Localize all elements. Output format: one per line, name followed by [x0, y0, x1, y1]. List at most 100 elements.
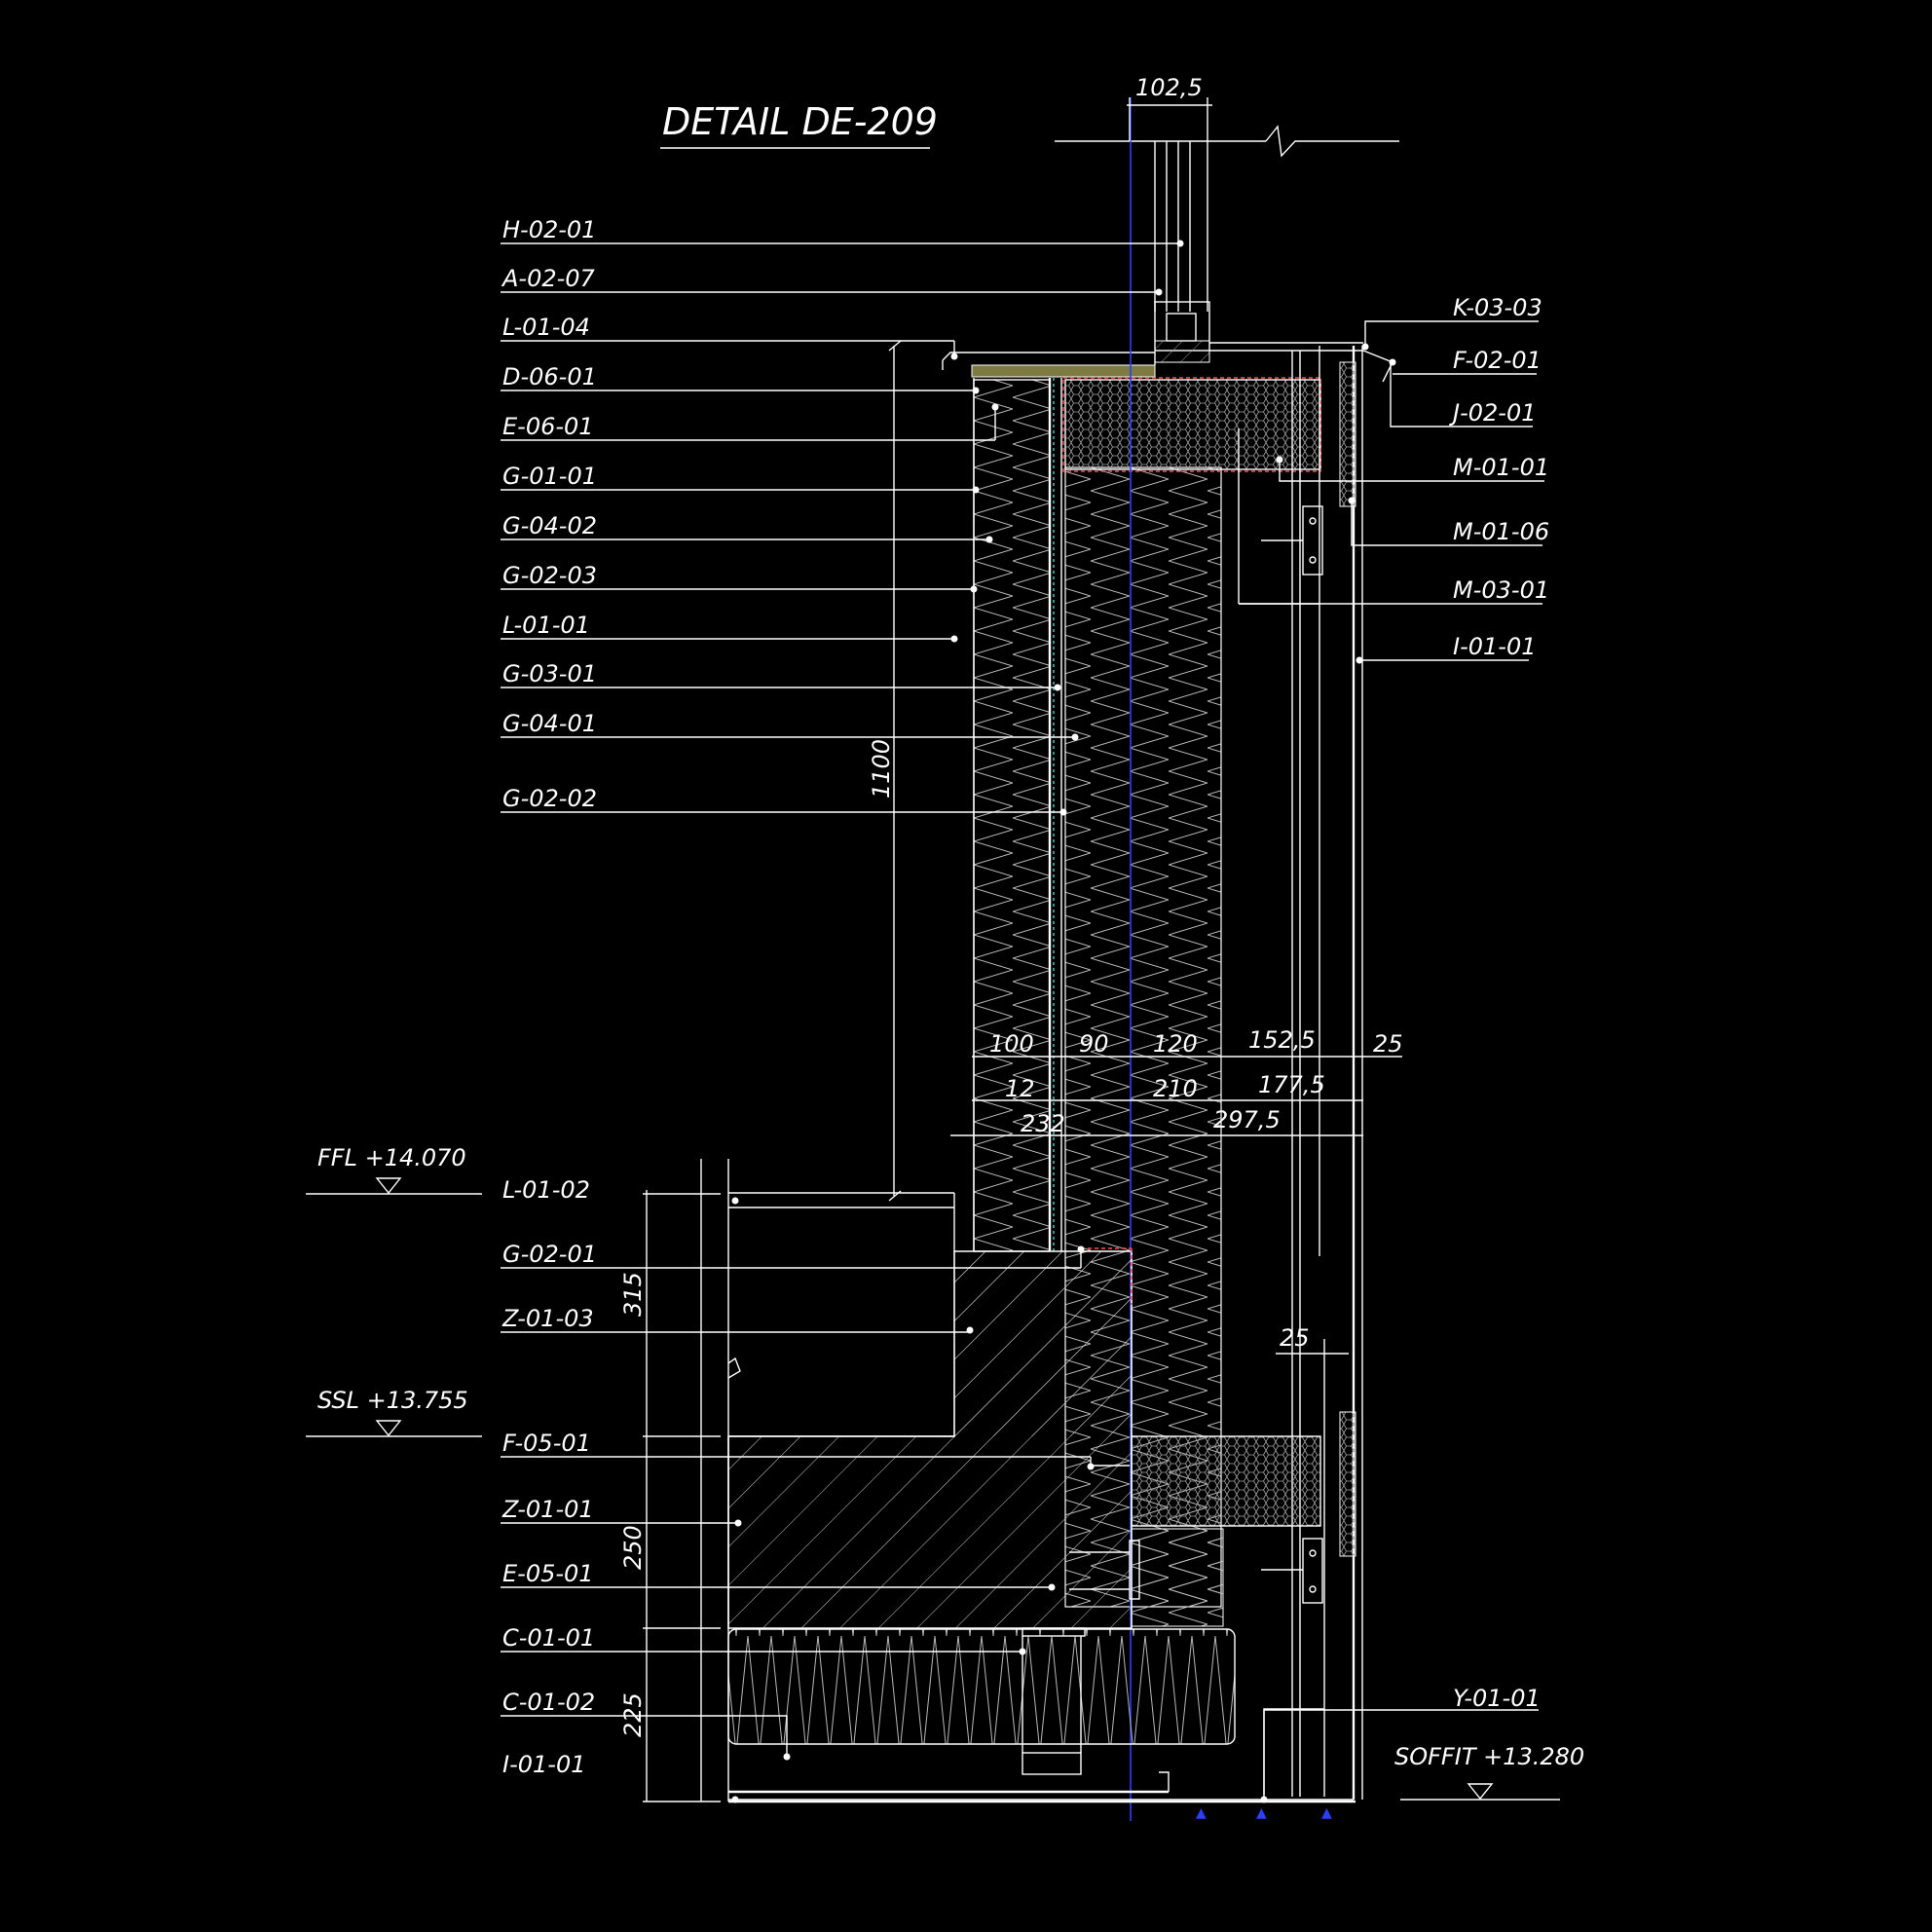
facade-cladding — [1291, 346, 1363, 1800]
svg-text:▲: ▲ — [1256, 1805, 1267, 1821]
dimension-chain-2: 12 210 177,5 — [972, 1071, 1363, 1102]
level-ssl: SSL +13.755 — [306, 1387, 482, 1437]
callout-e-05-01: E-05-01 — [501, 1560, 1056, 1591]
parapet-top — [942, 352, 1156, 378]
callout-c-01-01: C-01-01 — [501, 1624, 1026, 1655]
svg-text:SOFFIT +13.280: SOFFIT +13.280 — [1394, 1743, 1584, 1770]
svg-text:H-02-01: H-02-01 — [502, 216, 596, 243]
callout-l-01-02: L-01-02 — [502, 1176, 739, 1205]
svg-text:25: 25 — [1373, 1030, 1403, 1058]
svg-text:177,5: 177,5 — [1258, 1071, 1325, 1098]
soffit-hanger-top — [1022, 1627, 1086, 1637]
level-soffit: SOFFIT +13.280 — [1394, 1743, 1584, 1801]
svg-text:▲: ▲ — [1196, 1805, 1207, 1821]
level-ffl: FFL +14.070 — [306, 1144, 482, 1195]
dimension-top: 102,5 — [1127, 74, 1212, 141]
svg-text:Y-01-01: Y-01-01 — [1453, 1685, 1541, 1712]
callout-k-03-03: K-03-03 — [1361, 294, 1542, 351]
callout-z-01-01: Z-01-01 — [501, 1496, 742, 1527]
svg-text:120: 120 — [1153, 1030, 1198, 1058]
svg-text:C-01-01: C-01-01 — [502, 1624, 595, 1652]
svg-text:G-02-02: G-02-02 — [502, 785, 597, 812]
callout-z-01-03: Z-01-03 — [501, 1305, 974, 1334]
lower-insulation — [1131, 1528, 1224, 1627]
callout-g-04-02: G-04-02 — [501, 512, 993, 543]
svg-text:M-01-01: M-01-01 — [1453, 454, 1549, 481]
callout-f-02-01: F-02-01 — [1362, 347, 1542, 383]
callout-d-06-01: D-06-01 — [501, 363, 980, 394]
callout-a-02-07: A-02-07 — [501, 265, 1163, 296]
svg-text:J-02-01: J-02-01 — [1449, 399, 1536, 427]
floor-slab — [727, 1247, 1133, 1629]
soffit-insulation — [727, 1628, 1236, 1745]
svg-text:152,5: 152,5 — [1248, 1026, 1316, 1054]
svg-text:1100: 1100 — [868, 739, 895, 799]
svg-text:G-03-01: G-03-01 — [502, 660, 597, 687]
svg-text:210: 210 — [1153, 1075, 1198, 1102]
svg-text:12: 12 — [1005, 1075, 1035, 1102]
callout-m-01-01: M-01-01 — [1276, 454, 1549, 482]
callout-g-04-01: G-04-01 — [501, 710, 1079, 741]
svg-text:297,5: 297,5 — [1213, 1106, 1281, 1133]
soffit-board — [728, 1708, 1356, 1803]
svg-text:C-01-02: C-01-02 — [502, 1689, 595, 1716]
bracket-bottom — [1069, 1465, 1323, 1604]
svg-text:SSL +13.755: SSL +13.755 — [317, 1387, 468, 1414]
callout-h-02-01: H-02-01 — [501, 216, 1184, 247]
callout-g-01-01: G-01-01 — [501, 463, 980, 494]
svg-text:F-05-01: F-05-01 — [502, 1430, 591, 1457]
svg-text:25: 25 — [1280, 1324, 1310, 1352]
svg-text:E-05-01: E-05-01 — [502, 1560, 594, 1587]
svg-text:250: 250 — [619, 1525, 647, 1570]
svg-text:M-03-01: M-03-01 — [1453, 576, 1549, 604]
inner-insulation-layer — [973, 379, 1051, 1252]
svg-text:L-01-01: L-01-01 — [502, 612, 590, 639]
svg-text:K-03-03: K-03-03 — [1453, 294, 1542, 321]
svg-text:90: 90 — [1079, 1030, 1109, 1058]
callout-l-01-04: L-01-04 — [501, 314, 958, 360]
svg-text:▲: ▲ — [1321, 1805, 1332, 1821]
svg-text:FFL +14.070: FFL +14.070 — [317, 1144, 466, 1171]
svg-text:M-01-06: M-01-06 — [1453, 518, 1549, 545]
svg-text:L-01-04: L-01-04 — [502, 314, 590, 341]
svg-text:G-01-01: G-01-01 — [502, 463, 597, 490]
callout-g-03-01: G-03-01 — [501, 660, 1061, 691]
svg-text:102,5: 102,5 — [1135, 74, 1203, 101]
svg-text:A-02-07: A-02-07 — [501, 265, 596, 292]
dimension-chain-1: 100 90 120 152,5 25 — [972, 1026, 1403, 1058]
svg-text:F-02-01: F-02-01 — [1453, 347, 1542, 374]
dimension-lower-25: 25 — [1276, 1324, 1349, 1355]
svg-text:G-04-02: G-04-02 — [502, 512, 597, 539]
svg-text:232: 232 — [1021, 1110, 1065, 1137]
svg-text:315: 315 — [619, 1272, 647, 1317]
window-frame — [1055, 125, 1399, 363]
svg-text:100: 100 — [989, 1030, 1034, 1058]
top-cavity-block — [1064, 379, 1321, 470]
callout-i-01-01-right: I-01-01 — [1356, 633, 1536, 664]
svg-text:G-02-03: G-02-03 — [502, 562, 597, 589]
soffit-hanger-bottom — [1022, 1752, 1082, 1775]
callout-c-01-02: C-01-02 — [501, 1689, 791, 1761]
callout-m-01-06: M-01-06 — [1348, 497, 1549, 546]
svg-text:Z-01-01: Z-01-01 — [502, 1496, 594, 1523]
dimension-vertical-left: 315 250 225 — [619, 1190, 721, 1802]
callout-i-01-01-left: I-01-01 — [502, 1751, 739, 1803]
svg-text:I-01-01: I-01-01 — [502, 1751, 585, 1778]
svg-text:G-02-01: G-02-01 — [502, 1241, 597, 1268]
lower-cavity-block — [1131, 1435, 1321, 1527]
interior-lines — [700, 1159, 955, 1802]
callout-g-02-01: G-02-01 — [501, 1241, 1085, 1269]
svg-text:Z-01-03: Z-01-03 — [502, 1305, 594, 1332]
svg-text:L-01-02: L-01-02 — [502, 1176, 590, 1204]
callout-g-02-02: G-02-02 — [501, 785, 1067, 816]
svg-text:I-01-01: I-01-01 — [1453, 633, 1536, 660]
callout-f-05-01: F-05-01 — [501, 1430, 1095, 1470]
detail-title: DETAIL DE-209 — [662, 100, 938, 143]
callout-g-02-03: G-02-03 — [501, 562, 978, 593]
svg-text:225: 225 — [619, 1692, 647, 1737]
callout-e-06-01: E-06-01 — [501, 403, 999, 441]
callout-m-03-01: M-03-01 — [1239, 576, 1549, 605]
callout-l-01-01: L-01-01 — [501, 612, 958, 643]
dimension-chain-3: 232 297,5 — [950, 1106, 1363, 1137]
